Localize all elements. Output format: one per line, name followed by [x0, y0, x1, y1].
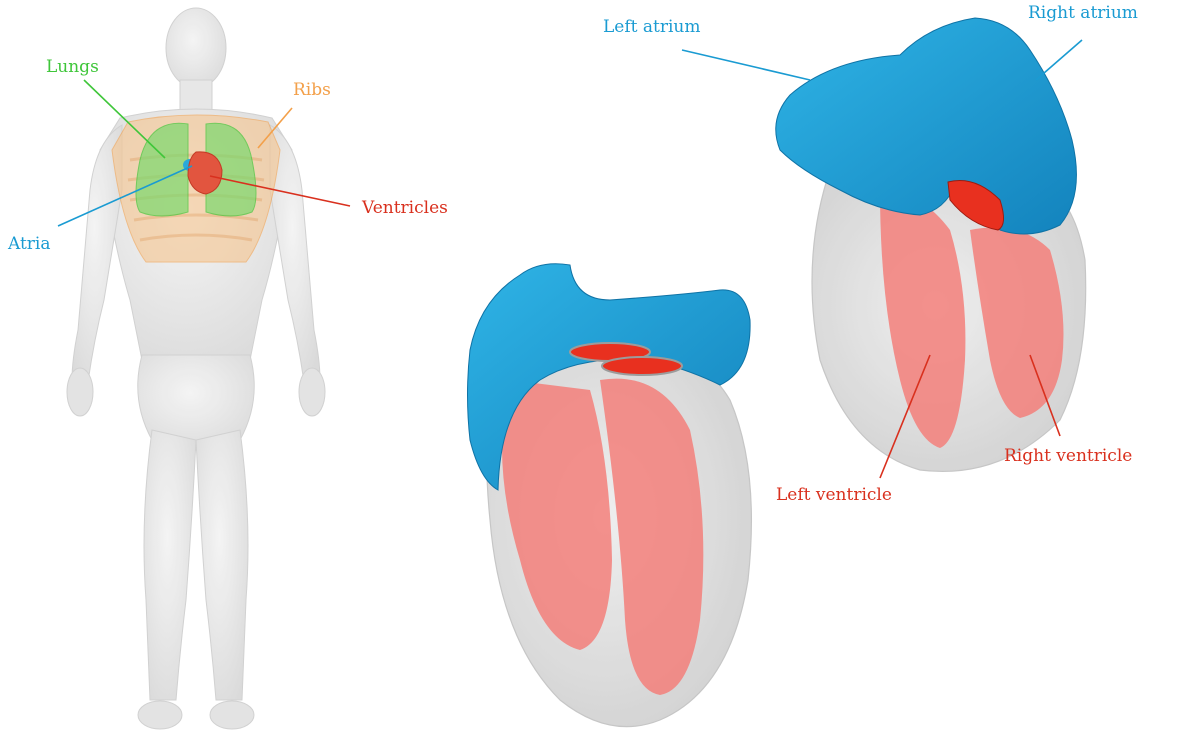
heart-rear-view [776, 18, 1086, 471]
atria-label: Atria [7, 234, 51, 254]
right-atrium-leader-line [1036, 40, 1082, 80]
left-atrium-leader-line [682, 50, 810, 80]
right-atrium-label: Right atrium [1028, 3, 1138, 23]
ventricles-label: Ventricles [361, 198, 448, 218]
left-atrium-label: Left atrium [603, 17, 700, 37]
lungs-label: Lungs [46, 57, 99, 77]
ribs-label: Ribs [293, 80, 331, 100]
right-ventricle-label: Right ventricle [1004, 446, 1132, 466]
heart-front-valve-2 [602, 357, 682, 375]
heart-front-view [468, 264, 752, 727]
left-ventricle-label: Left ventricle [776, 485, 892, 505]
